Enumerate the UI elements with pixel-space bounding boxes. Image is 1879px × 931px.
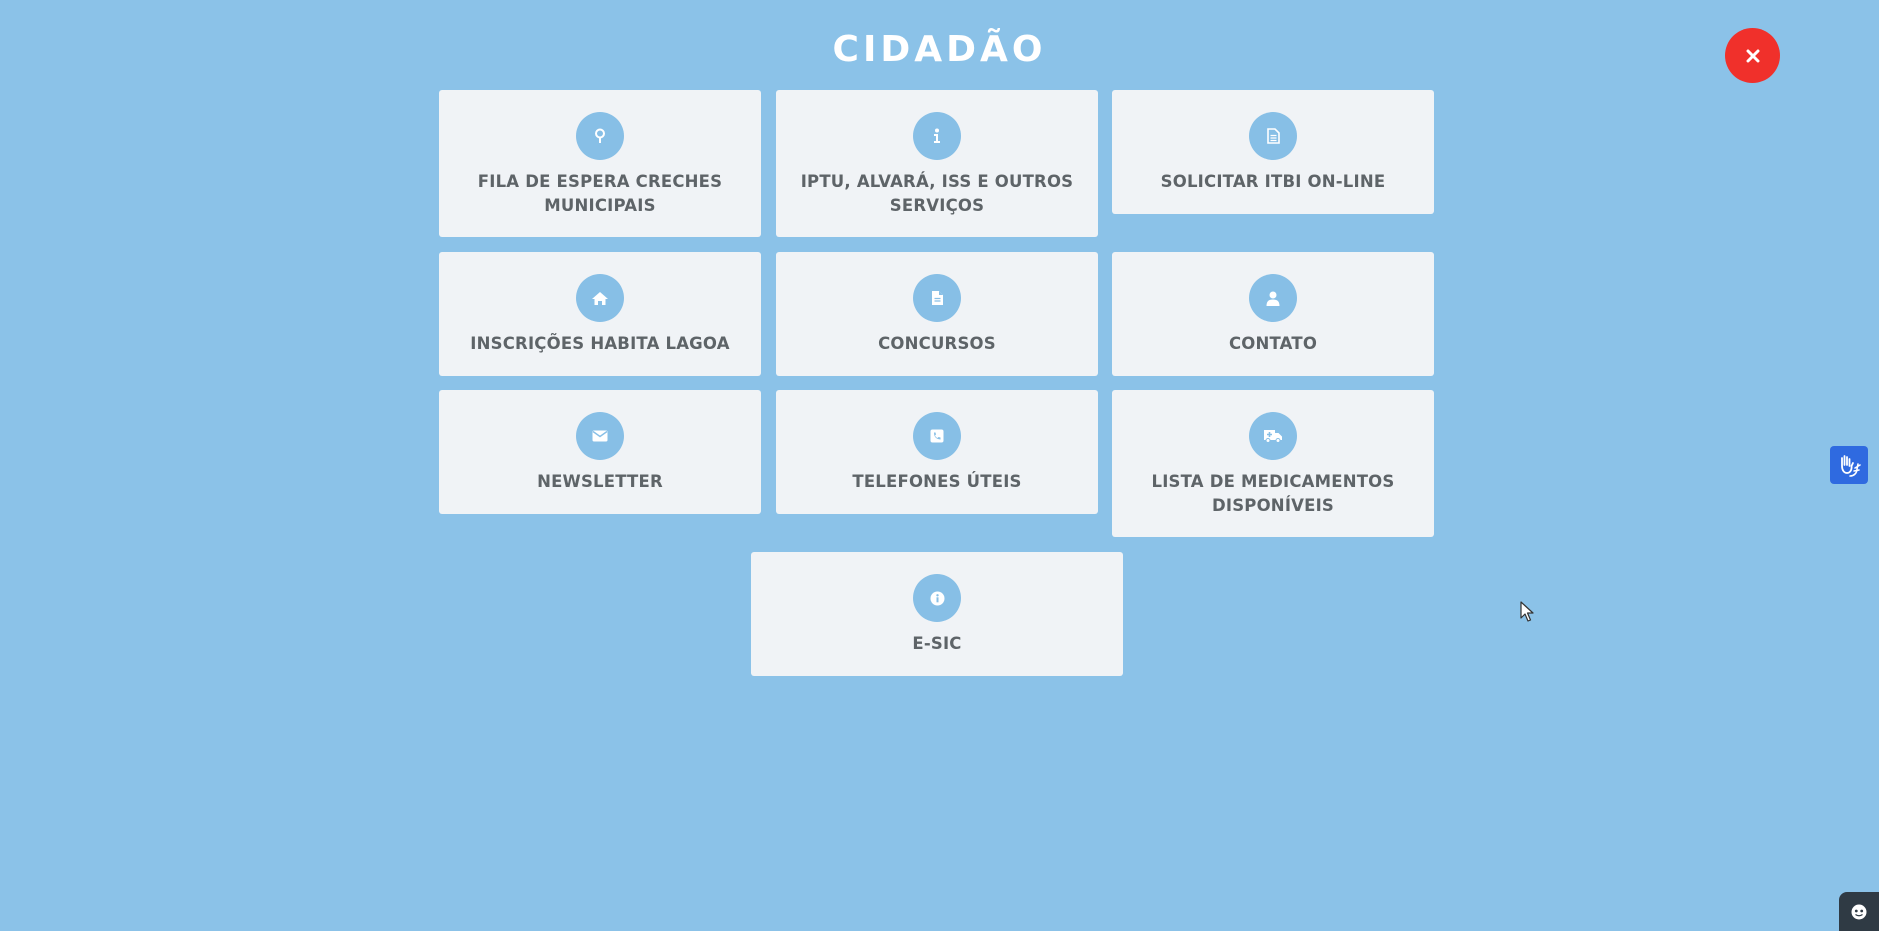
service-card-contato[interactable]: CONTATO bbox=[1112, 252, 1434, 376]
document-icon bbox=[1249, 112, 1297, 160]
sign-language-icon bbox=[1841, 455, 1861, 477]
sign-language-button[interactable] bbox=[1830, 446, 1868, 484]
service-card-lista-medicamentos[interactable]: LISTA DE MEDICAMENTOS DISPONÍVEIS bbox=[1112, 390, 1434, 537]
service-card-label: CONTATO bbox=[1228, 334, 1318, 353]
mouse-cursor-icon bbox=[1520, 601, 1534, 622]
service-card-inscricoes-habita-lagoa[interactable]: INSCRIÇÕES HABITA LAGOA bbox=[439, 252, 761, 376]
service-card-label: NEWSLETTER bbox=[537, 472, 663, 491]
home-icon bbox=[576, 274, 624, 322]
service-card-telefones-uteis[interactable]: TELEFONES ÚTEIS bbox=[776, 390, 1098, 514]
close-icon bbox=[1746, 49, 1759, 62]
file-icon bbox=[913, 274, 961, 322]
chat-widget-button[interactable] bbox=[1839, 892, 1879, 931]
service-card-concursos[interactable]: CONCURSOS bbox=[776, 252, 1098, 376]
user-icon bbox=[1249, 274, 1297, 322]
phone-square-icon bbox=[913, 412, 961, 460]
service-card-label: INSCRIÇÕES HABITA LAGOA bbox=[470, 334, 730, 353]
service-card-newsletter[interactable]: NEWSLETTER bbox=[439, 390, 761, 514]
info-circle-icon bbox=[913, 574, 961, 622]
service-card-solicitar-itbi[interactable]: SOLICITAR ITBI ON-LINE bbox=[1112, 90, 1434, 214]
service-card-label: LISTA DE MEDICAMENTOS DISPONÍVEIS bbox=[1151, 472, 1395, 515]
ambulance-icon bbox=[1249, 412, 1297, 460]
page-title: CIDADÃO bbox=[832, 29, 1047, 70]
service-card-fila-espera-creches[interactable]: FILA DE ESPERA CRECHES MUNICIPAIS bbox=[439, 90, 761, 237]
envelope-icon bbox=[576, 412, 624, 460]
service-card-label: SOLICITAR ITBI ON-LINE bbox=[1160, 172, 1386, 191]
service-card-label: IPTU, ALVARÁ, ISS E OUTROS SERVIÇOS bbox=[800, 172, 1074, 215]
service-card-e-sic[interactable]: E-SIC bbox=[751, 552, 1123, 676]
service-card-label: E-SIC bbox=[912, 634, 962, 653]
map-pin-icon bbox=[576, 112, 624, 160]
service-card-label: TELEFONES ÚTEIS bbox=[852, 472, 1022, 491]
service-card-label: CONCURSOS bbox=[878, 334, 996, 353]
info-icon bbox=[913, 112, 961, 160]
service-card-iptu-alvara-iss[interactable]: IPTU, ALVARÁ, ISS E OUTROS SERVIÇOS bbox=[776, 90, 1098, 237]
chat-bot-icon bbox=[1851, 904, 1867, 919]
service-card-label: FILA DE ESPERA CRECHES MUNICIPAIS bbox=[477, 172, 723, 215]
close-button[interactable] bbox=[1725, 28, 1780, 83]
